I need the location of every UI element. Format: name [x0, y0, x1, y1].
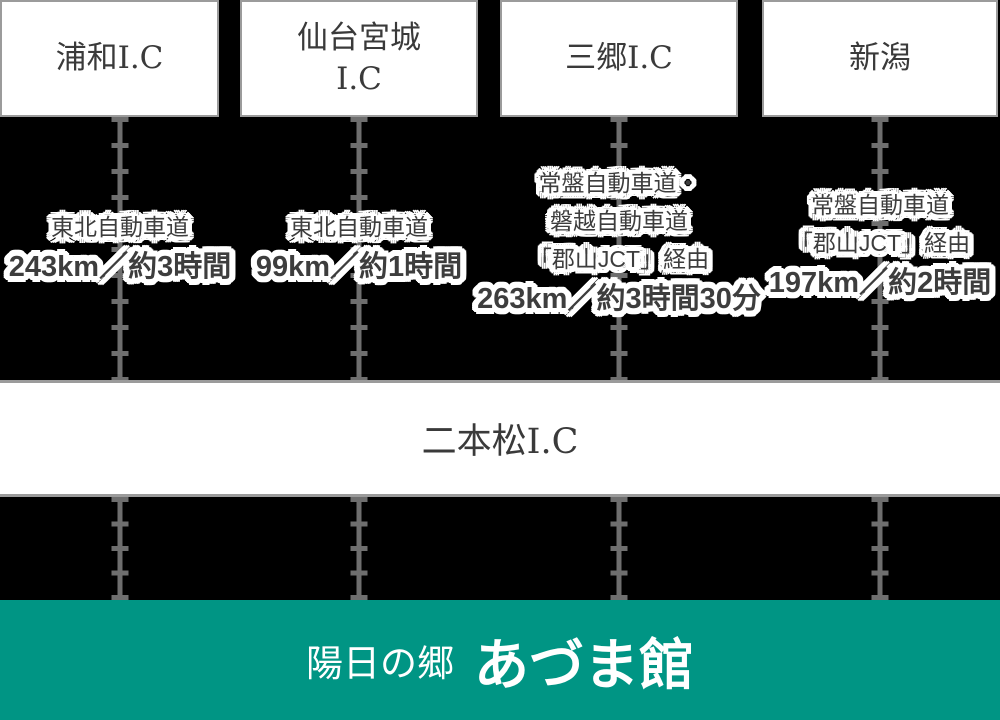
route-distance: 99km／約1時間 — [255, 251, 463, 283]
route-distance: 243km／約3時間 — [8, 251, 232, 283]
route-line-upper-1 — [111, 117, 129, 380]
route-via-line2: 磐越自動車道 — [550, 208, 688, 234]
route-distance: 263km／約3時間30分 — [477, 283, 761, 315]
route-info-misato: 常盤自動車道・ 磐越自動車道 「郡山JCT」経由 263km／約3時間30分 — [477, 164, 761, 320]
route-line-lower-2 — [350, 497, 368, 600]
origin-label: 三郷I.C — [565, 40, 673, 77]
route-line-lower-3 — [610, 497, 628, 600]
route-line-upper-2 — [350, 117, 368, 380]
route-via-line2: 「郡山JCT」経由 — [789, 230, 971, 256]
interchange-label: 二本松I.C — [421, 422, 579, 462]
origin-box-urawa: 浦和I.C — [0, 0, 219, 117]
route-line-upper-4 — [871, 117, 889, 380]
interchange-band-nihonmatsu: 二本松I.C — [0, 380, 1000, 497]
origin-label: 新潟 — [849, 40, 911, 77]
origin-label: 浦和I.C — [55, 40, 164, 77]
origin-box-sendai-miyagi: 仙台宮城 I.C — [240, 0, 478, 117]
route-via-line1: 常盤自動車道・ — [538, 170, 700, 196]
route-via: 東北自動車道 — [290, 214, 428, 240]
origin-label-line1: 仙台宮城 — [297, 20, 421, 57]
route-via-line1: 常盤自動車道 — [811, 192, 949, 218]
route-info-sendai: 東北自動車道 99km／約1時間 — [256, 208, 462, 288]
route-info-urawa: 東北自動車道 243km／約3時間 — [9, 208, 231, 288]
route-info-niigata: 常盤自動車道 「郡山JCT」経由 197km／約2時間 — [769, 186, 991, 304]
route-line-lower-4 — [871, 497, 889, 600]
route-via: 東北自動車道 — [51, 214, 189, 240]
origin-label-line2: I.C — [336, 60, 382, 97]
destination-prefix: 陽日の郷 — [305, 642, 454, 685]
route-distance: 197km／約2時間 — [768, 267, 992, 299]
destination-banner: 陽日の郷 あづま館 — [0, 600, 1000, 720]
route-via-line3: 「郡山JCT」経由 — [528, 246, 710, 272]
origin-box-niigata: 新潟 — [762, 0, 998, 117]
route-line-upper-3 — [610, 117, 628, 380]
route-line-lower-1 — [111, 497, 129, 600]
origin-box-misato: 三郷I.C — [500, 0, 738, 117]
destination-name: あづま館 — [473, 632, 694, 697]
